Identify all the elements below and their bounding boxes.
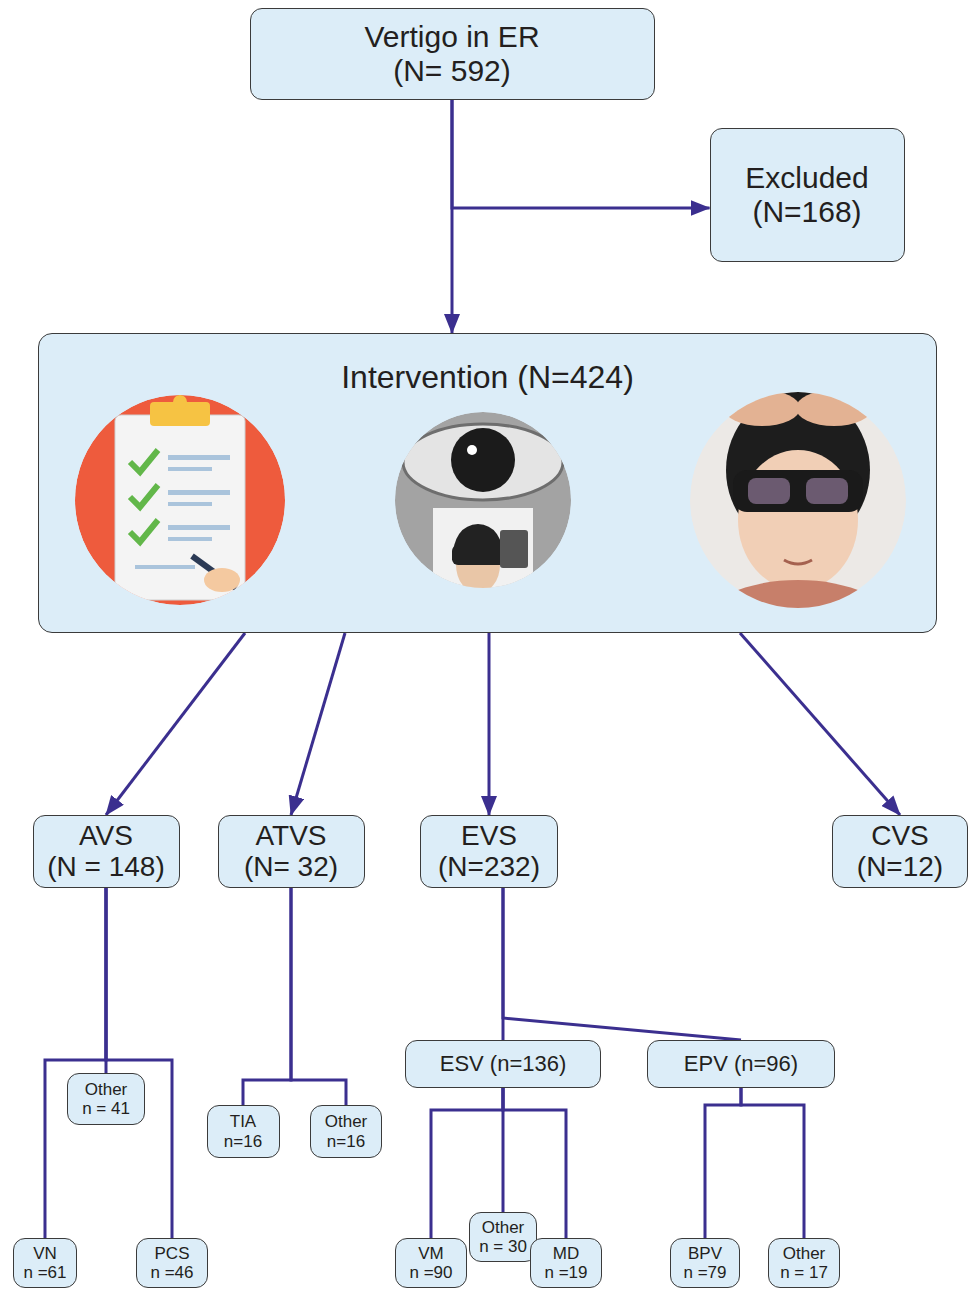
process-box: MDn =19 — [530, 1238, 602, 1288]
node-text: n =90 — [409, 1263, 452, 1282]
node-text: Intervention (N=424) — [341, 360, 634, 396]
node-text: n =79 — [683, 1263, 726, 1282]
node-text: ESV (n=136) — [440, 1052, 567, 1077]
node-text: n=16 — [327, 1132, 365, 1151]
arrow-connector — [452, 100, 710, 208]
tree-connector — [503, 888, 741, 1040]
intervention-panel: Intervention (N=424) — [38, 333, 937, 633]
tree-connector — [291, 888, 346, 1105]
process-box: VNn =61 — [13, 1238, 76, 1288]
process-box: Excluded(N=168) — [710, 128, 905, 262]
process-box: Vertigo in ER(N= 592) — [250, 8, 655, 100]
tree-connector — [705, 1088, 741, 1238]
node-text: BPV — [688, 1244, 722, 1263]
process-box: AVS(N = 148) — [33, 815, 180, 888]
node-text: (N = 148) — [47, 851, 165, 882]
process-box: Othern=16 — [310, 1105, 382, 1158]
process-box: EPV (n=96) — [647, 1040, 835, 1088]
node-text: n = 41 — [82, 1099, 130, 1118]
arrow-connector — [106, 633, 245, 815]
node-text: n = 17 — [780, 1263, 828, 1282]
process-box: CVS(N=12) — [832, 815, 968, 888]
node-text: Excluded — [745, 161, 868, 195]
node-text: Other — [783, 1244, 826, 1263]
node-text: Other — [325, 1112, 368, 1131]
node-text: (N=168) — [752, 195, 861, 229]
arrow-connector — [740, 633, 900, 815]
node-text: Other — [85, 1080, 128, 1099]
node-text: PCS — [155, 1244, 190, 1263]
node-text: n =46 — [150, 1263, 193, 1282]
arrow-connector — [488, 633, 491, 815]
process-box: VMn =90 — [395, 1238, 467, 1288]
process-box: ESV (n=136) — [405, 1040, 601, 1088]
node-text: EVS — [461, 820, 517, 851]
process-box: Othern = 17 — [768, 1238, 840, 1288]
arrow-connector — [291, 633, 345, 815]
process-box: Othern = 30 — [469, 1212, 537, 1262]
node-text: (N= 32) — [244, 851, 338, 882]
node-text: Other — [482, 1218, 525, 1237]
node-text: CVS — [871, 820, 929, 851]
node-text: EPV (n=96) — [684, 1052, 798, 1077]
node-text: n=16 — [224, 1132, 262, 1151]
node-text: (N= 592) — [393, 54, 511, 88]
node-text: VN — [33, 1244, 57, 1263]
tree-connector — [45, 888, 106, 1238]
process-box: ATVS(N= 32) — [218, 815, 365, 888]
tree-connector — [741, 1088, 804, 1238]
node-text: (N=12) — [857, 851, 943, 882]
process-box: BPVn =79 — [670, 1238, 740, 1288]
node-text: n = 30 — [479, 1237, 527, 1256]
node-text: Vertigo in ER — [364, 20, 539, 54]
tree-connector — [106, 888, 172, 1238]
node-text: (N=232) — [438, 851, 540, 882]
process-box: EVS(N=232) — [420, 815, 558, 888]
process-box: PCSn =46 — [136, 1238, 208, 1288]
process-box: Othern = 41 — [67, 1073, 145, 1125]
process-box: TIAn=16 — [207, 1105, 280, 1158]
node-text: ATVS — [255, 820, 326, 851]
eye-video-illustration — [395, 412, 571, 593]
node-text: AVS — [79, 820, 133, 851]
goggles-person-illustration — [690, 390, 906, 670]
node-text: n =61 — [23, 1263, 66, 1282]
node-text: MD — [553, 1244, 579, 1263]
node-text: TIA — [230, 1112, 256, 1131]
checklist-illustration — [75, 395, 285, 614]
tree-connector — [243, 888, 291, 1105]
node-text: VM — [418, 1244, 444, 1263]
node-text: n =19 — [544, 1263, 587, 1282]
